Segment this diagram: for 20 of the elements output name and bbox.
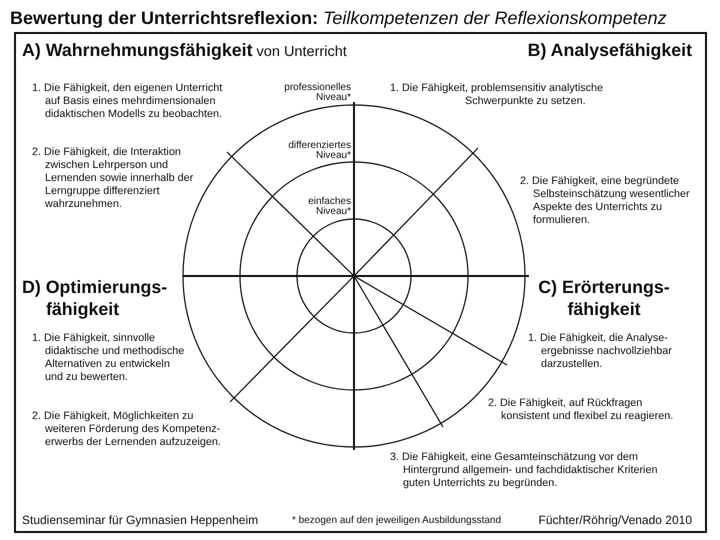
competency-text: 1. Die Fähigkeit, sinnvolle didaktische und methodische Alternativen zu entwickeln und zu bewerten.: [32, 332, 186, 384]
competency-text: 2. Die Fähigkeit, die Interaktion zwischen Lehrperson und Lernenden sowie innerhalb der Lerngruppe differenziert wahrzunehmen.: [32, 146, 194, 211]
competency-text: 2. Die Fähigkeit, auf Rückfragen konsistent und flexibel zu reagieren.: [488, 397, 674, 423]
level-label: professionelles Niveau*: [283, 83, 351, 103]
footer-text: Füchter/Röhrig/Venado 2010: [538, 513, 692, 527]
title: Bewertung der Unterrichtsreflexion: Teilkompetenzen der Reflexionskompetenz: [10, 7, 667, 29]
footer-text: Studienseminar für Gymnasien Heppenheim: [22, 513, 260, 527]
competency-text: 1. Die Fähigkeit, problemsensitiv analytische Schwerpunkte zu setzen.: [390, 82, 604, 108]
section-heading: D) Optimierungs- fähigkeit: [22, 276, 168, 320]
competency-text: 3. Die Fähigkeit, eine Gesamteinschätzung vor dem Hintergrund allgemein- und fachdidaktischer Kriterien guten Unterrichts zu begründen.: [390, 451, 658, 490]
section-heading: A) Wahrnehmungsfähigkeit von Unterricht: [22, 39, 348, 62]
competency-text: 2. Die Fähigkeit, eine begründete Selbsteinschätzung wesentlicher Aspekte des Unterrichts zu formulieren.: [520, 175, 691, 227]
competency-text: 1. Die Fähigkeit, den eigenen Unterricht auf Basis eines mehrdimensionalen didaktischen Modells zu beobachten.: [32, 82, 224, 121]
competency-text: 1. Die Fähigkeit, die Analyse- ergebnisse nachvollziehbar darzustellen.: [528, 332, 673, 371]
section-heading: B) Analysefähigkeit: [526, 39, 692, 61]
level-label: differenziertes Niveau*: [287, 141, 351, 161]
competency-text: 2. Die Fähigkeit, Möglichkeiten zu weiteren Förderung des Kompetenz- erwerbs der Lernenden aufzuzeigen.: [32, 410, 222, 449]
level-label: einfaches Niveau*: [307, 197, 351, 217]
section-heading: C) Erörterungs- fähigkeit: [537, 276, 671, 320]
footnote: * bezogen auf den jeweiligen Ausbildungsstand: [292, 515, 502, 527]
